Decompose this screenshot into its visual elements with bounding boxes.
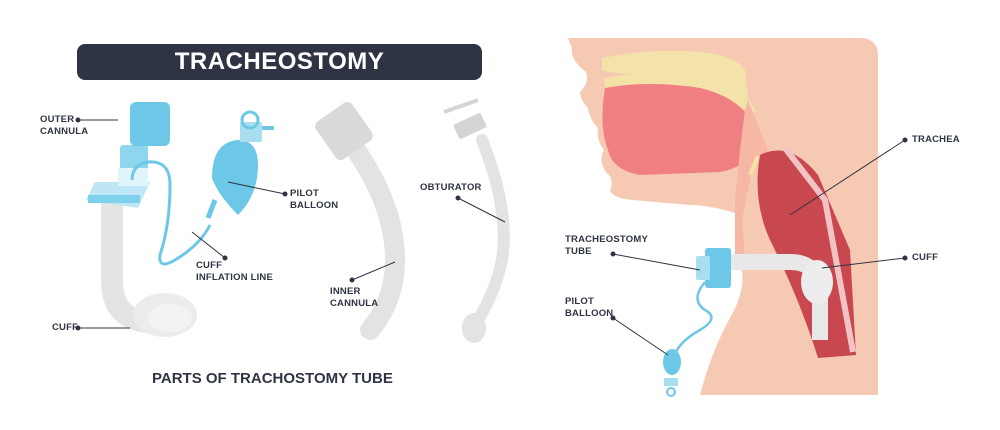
- label-cuff-text: CUFF: [52, 322, 79, 333]
- label-anatomy-pilot-balloon-line1: PILOT: [565, 296, 594, 307]
- obturator-handle: [453, 113, 487, 139]
- label-anatomy-pilot-balloon: PILOT BALLOON: [565, 296, 613, 320]
- label-inner-cannula-line2: CANNULA: [330, 298, 379, 309]
- label-tracheostomy-tube: TRACHEOSTOMY TUBE: [565, 234, 648, 258]
- trachea-shape: [757, 150, 856, 358]
- anatomy-cuff-shape: [801, 260, 833, 304]
- obturator-shape: [472, 134, 510, 326]
- anatomy-inflation-line: [674, 281, 713, 353]
- nasal-cavity: [602, 50, 748, 100]
- label-cuff-inflation-line1: CUFF: [196, 260, 223, 271]
- label-trachea-text: TRACHEA: [912, 134, 960, 145]
- pilot-balloon-shape: [212, 140, 258, 215]
- anatomy-pilot-balloon: [663, 349, 681, 375]
- pilot-balloon-stem: [205, 199, 218, 219]
- label-pilot-balloon-line2: BALLOON: [290, 200, 339, 211]
- parts-leader-lines: [75, 117, 506, 331]
- obturator-tip: [462, 313, 486, 343]
- oral-cavity: [602, 77, 760, 175]
- label-cuff-inflation-line: CUFF INFLATION LINE: [196, 260, 273, 284]
- inner-cannula-shape: [335, 125, 406, 340]
- caption: PARTS OF TRACHOSTOMY TUBE: [152, 370, 393, 387]
- label-inner-cannula-line1: INNER: [330, 286, 361, 297]
- anatomy-pilot-valve: [664, 378, 678, 386]
- label-pilot-balloon: PILOT BALLOON: [290, 188, 338, 212]
- pharynx: [735, 100, 768, 260]
- label-outer-cannula: OUTER CANNULA: [40, 114, 88, 138]
- label-tracheostomy-tube-line1: TRACHEOSTOMY: [565, 234, 648, 245]
- label-anatomy-cuff-text: CUFF: [912, 252, 939, 263]
- obturator-cap: [443, 98, 479, 114]
- label-pilot-balloon-line1: PILOT: [290, 188, 319, 199]
- epiglottis: [748, 155, 760, 176]
- label-tracheostomy-tube-line2: TUBE: [565, 246, 592, 257]
- anatomy-illustration: [568, 38, 908, 397]
- page-title: TRACHEOSTOMY: [174, 48, 385, 75]
- label-cuff: CUFF: [52, 322, 78, 334]
- label-trachea: TRACHEA: [912, 134, 960, 146]
- cuff-highlight: [148, 304, 192, 332]
- tube-flange: [705, 248, 731, 288]
- label-anatomy-pilot-balloon-line2: BALLOON: [565, 308, 614, 319]
- outer-cannula-hub: [130, 102, 170, 146]
- label-obturator-text: OBTURATOR: [420, 182, 482, 193]
- trachea-wall: [782, 146, 856, 353]
- anatomy-leader-lines: [610, 137, 908, 356]
- label-cuff-inflation-line2: INFLATION LINE: [196, 272, 274, 283]
- label-anatomy-cuff: CUFF: [912, 252, 938, 264]
- tube-connector: [696, 256, 710, 280]
- anatomy-pilot-ring: [666, 387, 676, 397]
- flange-edge: [88, 195, 140, 203]
- inner-cannula-hub: [315, 101, 373, 161]
- label-outer-cannula-line2: CANNULA: [40, 126, 89, 137]
- title-banner: TRACHEOSTOMY: [77, 44, 482, 80]
- pilot-valve-ring: [240, 110, 260, 130]
- label-obturator: OBTURATOR: [420, 182, 482, 194]
- palate: [604, 73, 755, 120]
- parts-illustration: [75, 98, 510, 343]
- label-inner-cannula: INNER CANNULA: [330, 286, 378, 310]
- inflation-line: [130, 160, 212, 266]
- label-outer-cannula-line1: OUTER: [40, 114, 75, 125]
- pilot-valve-cap: [262, 126, 274, 130]
